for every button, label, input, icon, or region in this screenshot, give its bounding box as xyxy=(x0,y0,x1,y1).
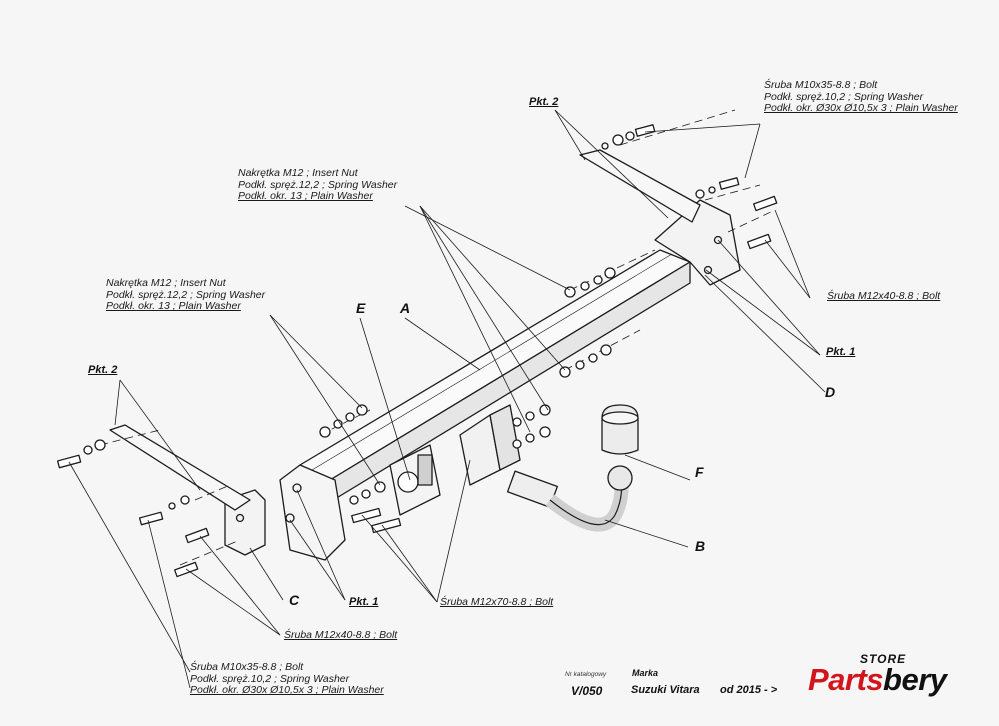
label-bolt-m12x40-right: Śruba M12x40-8.8 ; Bolt xyxy=(827,290,941,302)
label-line: Nakrętka M12 ; Insert Nut xyxy=(106,277,226,289)
socket-plate xyxy=(389,444,441,516)
label-line: Podkł. okr. Ø30x Ø10,5x 3 ; Plain Washer xyxy=(764,102,958,114)
catalog-number-label: Nr katalogowy xyxy=(565,671,607,678)
label-line: Podkł. okr. 13 ; Plain Washer xyxy=(238,190,373,202)
label-pkt-1-right: Pkt. 1 xyxy=(826,346,856,358)
logo-store-text: STORE xyxy=(860,652,907,666)
label-line: Podkł. spręż.12,2 ; Spring Washer xyxy=(238,178,398,191)
tow-ball-neck xyxy=(506,465,633,532)
label-line: Podkł. spręż.10,2 ; Spring Washer xyxy=(764,90,924,103)
part-letter-c: C xyxy=(289,592,300,608)
part-letter-e: E xyxy=(356,300,366,316)
tow-ball-cap xyxy=(601,404,639,455)
label-pkt-1-bottom: Pkt. 1 xyxy=(349,596,379,608)
logo-brand-part1: Parts xyxy=(808,662,884,697)
label-line: Śruba M10x35-8.8 ; Bolt xyxy=(764,79,878,91)
label-pkt-2-left: Pkt. 2 xyxy=(88,364,118,376)
label-line: Podkł. spręż.10,2 ; Spring Washer xyxy=(190,672,350,685)
label-bolt-m12x40-bottom: Śruba M12x40-8.8 ; Bolt xyxy=(284,629,398,641)
label-pkt-2-top: Pkt. 2 xyxy=(529,96,559,108)
model-year: od 2015 - > xyxy=(720,684,778,696)
label-top-right-bolt-set: Śruba M10x35-8.8 ; Bolt Podkł. spręż.10,… xyxy=(764,79,958,115)
logo-brand-part2: bery xyxy=(883,662,947,697)
fasteners xyxy=(56,124,778,578)
brand-label: Marka xyxy=(632,668,659,678)
part-letter-b: B xyxy=(695,538,706,554)
leader-lines xyxy=(68,109,826,689)
partsbery-logo: STORE Partsbery xyxy=(808,652,978,704)
label-line: Nakrętka M12 ; Insert Nut xyxy=(238,167,358,179)
label-line: Podkł. okr. Ø30x Ø10,5x 3 ; Plain Washer xyxy=(190,684,384,696)
part-letter-a: A xyxy=(400,300,411,316)
label-left-nut-set: Nakrętka M12 ; Insert Nut Podkł. spręż.1… xyxy=(106,277,266,313)
label-line: Podkł. okr. 13 ; Plain Washer xyxy=(106,300,241,312)
label-bottom-left-bolt-set: Śruba M10x35-8.8 ; Bolt Podkł. spręż.10,… xyxy=(190,661,384,697)
left-side-bracket xyxy=(109,424,266,556)
part-letter-f: F xyxy=(695,464,704,480)
left-end-plate xyxy=(279,464,346,561)
label-center-nut-set: Nakrętka M12 ; Insert Nut Podkł. spręż.1… xyxy=(238,167,398,203)
logo-brand-text: Partsbery xyxy=(808,663,947,697)
right-side-bracket xyxy=(579,149,741,286)
brand-value: Suzuki Vitara xyxy=(631,684,700,696)
label-line: Śruba M10x35-8.8 ; Bolt xyxy=(190,661,304,673)
label-bolt-m12x70: Śruba M12x70-8.8 ; Bolt xyxy=(440,596,554,608)
part-letter-d: D xyxy=(825,384,836,400)
label-line: Podkł. spręż.12,2 ; Spring Washer xyxy=(106,288,266,301)
catalog-number-value: V/050 xyxy=(571,684,603,698)
